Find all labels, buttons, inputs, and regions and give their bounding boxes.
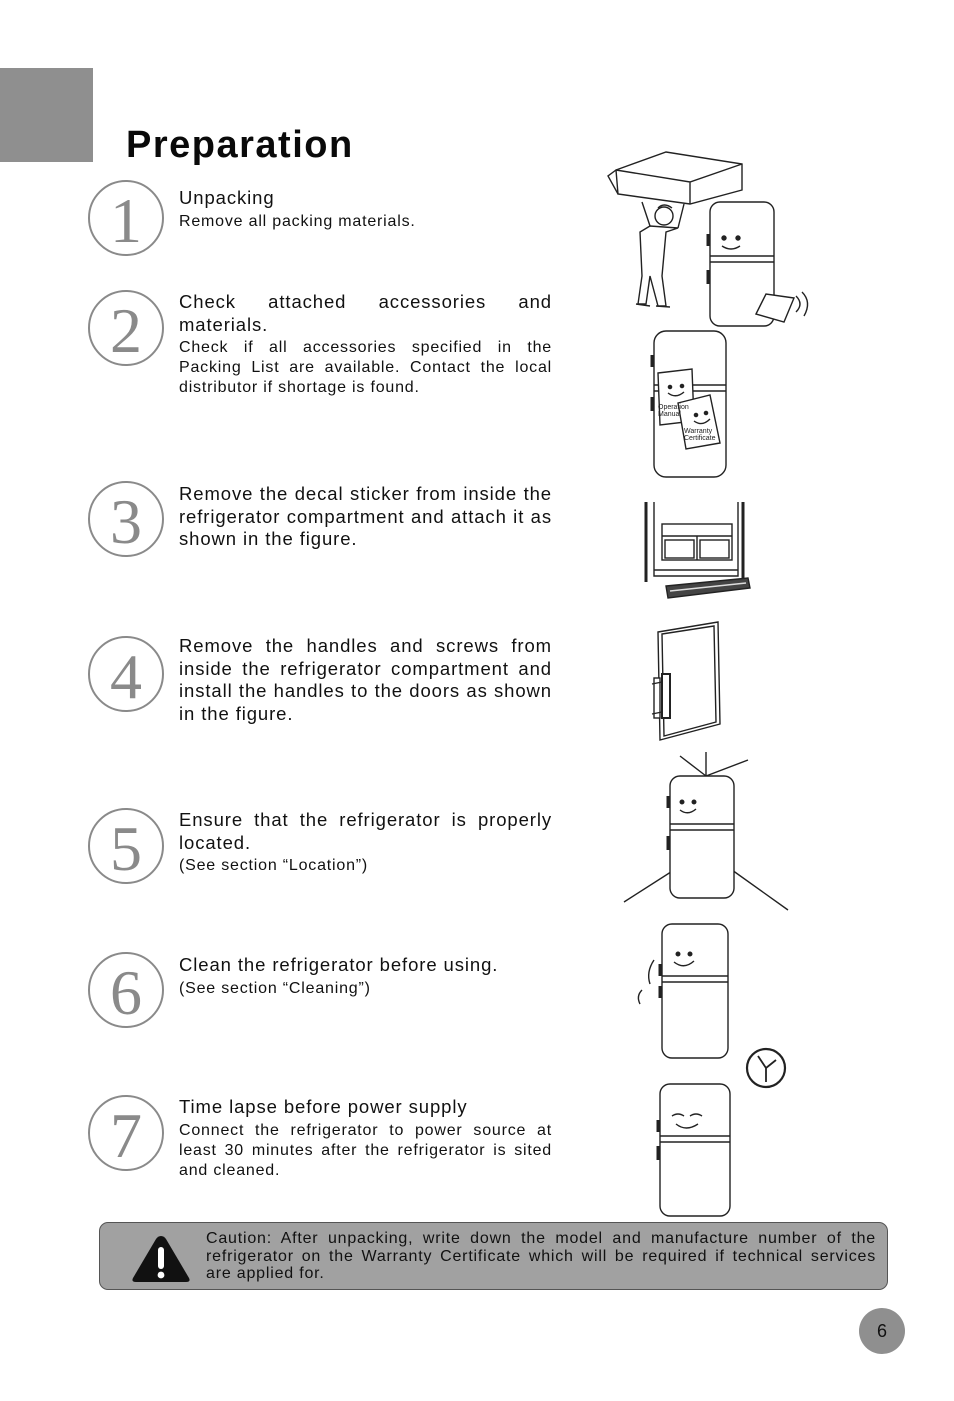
step-4: Remove the handles and screws from insid… (179, 635, 552, 725)
step-3: Remove the decal sticker from inside the… (179, 483, 552, 551)
step-1-description: Remove all packing materials. (179, 212, 416, 230)
step-2-number: 2 (88, 290, 164, 366)
caution-text: Caution: After unpacking, write down the… (206, 1230, 876, 1282)
step-2-description: Check if all accessories specified in th… (179, 339, 552, 396)
step-3-number: 3 (88, 481, 164, 557)
step-5-description: (See section “Location”) (179, 857, 369, 874)
manual-label-2: Manual (658, 411, 681, 418)
step-7-number: 7 (88, 1095, 164, 1171)
step-1-heading: Unpacking (179, 187, 275, 208)
step-6-description: (See section “Cleaning”) (179, 979, 371, 997)
warning-icon (131, 1234, 191, 1289)
caution-box: Caution: After unpacking, write down the… (99, 1222, 888, 1290)
page-number: 6 (859, 1308, 905, 1354)
decal-sticker-illustration (640, 498, 755, 603)
step-5-number: 5 (88, 808, 164, 884)
manual-label-1: Operation (658, 404, 689, 411)
step-7: Time lapse before power supply Connect t… (179, 1096, 552, 1181)
step-5-heading: Ensure that the refrigerator is properly… (179, 809, 552, 853)
accessories-illustration: Operation Manual Warranty Certificate (640, 325, 740, 485)
location-illustration (620, 752, 792, 912)
handles-illustration (648, 618, 728, 743)
cleaning-illustration (632, 920, 792, 1090)
step-1-number: 1 (88, 180, 164, 256)
unpacking-illustration (606, 146, 816, 336)
step-6-number: 6 (88, 952, 164, 1028)
page-title: Preparation (126, 124, 354, 166)
step-1: Unpacking Remove all packing materials. (179, 187, 552, 232)
corner-tab (0, 68, 93, 162)
step-4-heading: Remove the handles and screws from insid… (179, 635, 552, 724)
step-5: Ensure that the refrigerator is properly… (179, 809, 552, 876)
step-7-description: Connect the refrigerator to power source… (179, 1121, 552, 1179)
warranty-label-1: Warranty (684, 428, 713, 435)
step-2: Check attached accessories and materials… (179, 291, 552, 398)
time-lapse-illustration (652, 1080, 742, 1220)
step-2-heading: Check attached accessories and materials… (179, 291, 552, 335)
step-6: Clean the refrigerator before using. (Se… (179, 954, 552, 999)
warranty-label-2: Certificate (684, 435, 716, 442)
step-6-heading: Clean the refrigerator before using. (179, 954, 499, 975)
step-7-heading: Time lapse before power supply (179, 1096, 468, 1117)
step-4-number: 4 (88, 636, 164, 712)
step-3-heading: Remove the decal sticker from inside the… (179, 483, 552, 549)
